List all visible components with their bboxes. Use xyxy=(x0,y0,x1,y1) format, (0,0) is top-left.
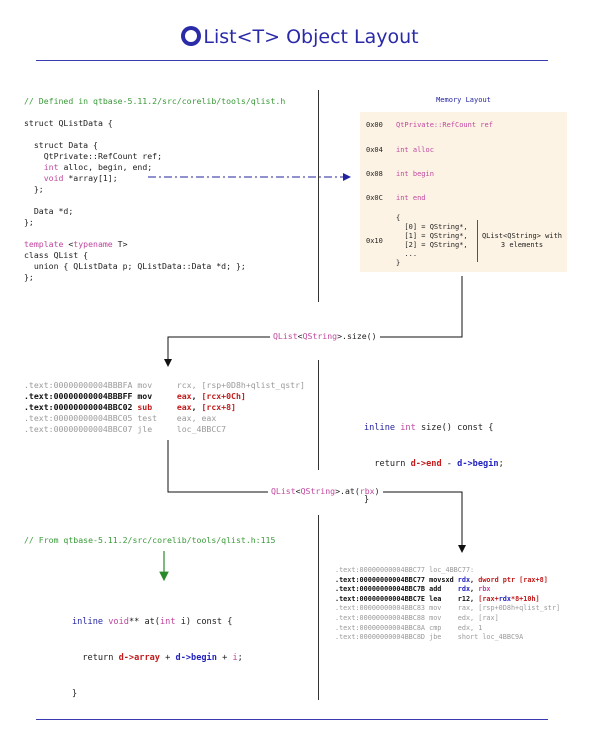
memory-address: 0x10 xyxy=(366,237,383,245)
memory-row: 0x04 int alloc xyxy=(360,138,567,163)
asm-line: .text:00000000004BBC83 mov rax, [rsp+0D8… xyxy=(335,604,561,613)
memory-value: int end xyxy=(396,194,426,202)
code-line: }; xyxy=(24,272,34,282)
bottom-source-comment: // From qtbase-5.11.2/src/corelib/tools/… xyxy=(24,535,276,545)
asm-line: .text:00000000004BBC8D jbe short loc_4BB… xyxy=(335,633,524,642)
bottom-divider xyxy=(36,719,548,720)
asm-line: .text:00000000004BBC77 movsxd rdx, dword… xyxy=(335,575,548,584)
code-line: class QList { xyxy=(24,250,89,260)
at-call-label: QList<QString>.at(rbx) xyxy=(268,486,383,496)
array-element-line: ... xyxy=(396,250,418,258)
array-element-line: [1] = QString*, xyxy=(396,232,468,240)
memory-address: 0x0C xyxy=(366,194,383,202)
top-source-comment: // Defined in qtbase-5.11.2/src/corelib/… xyxy=(24,96,286,106)
code-line: union { QListData p; QListData::Data *d;… xyxy=(24,261,246,271)
top-divider xyxy=(36,60,548,61)
code-line: void *array[1]; xyxy=(43,173,118,183)
code-line: struct Data { xyxy=(24,140,98,150)
asm-line: .text:00000000004BBC02 sub eax, [rcx+8] xyxy=(24,402,236,412)
array-elements: { [0] = QString*, [1] = QString*, [2] = … xyxy=(396,214,468,268)
code-line: QtPrivate::RefCount ref; xyxy=(24,151,163,161)
asm-line: .text:00000000004BBC7E lea r12, [rax+rdx… xyxy=(335,594,540,603)
array-note-line1: QList<QString> with xyxy=(481,232,563,240)
vertical-divider-top xyxy=(318,90,319,302)
at-source-code: inline void** at(int i) const { return d… xyxy=(72,592,243,712)
memory-value: int begin xyxy=(396,170,434,178)
array-note-line2: 3 elements xyxy=(500,241,544,249)
asm-line: .text:00000000004BBC77 loc_4BBC77: xyxy=(335,566,479,574)
code-line: struct QListData { xyxy=(24,118,113,128)
asm-line: .text:00000000004BBC88 mov edx, [rax] xyxy=(335,613,499,622)
memory-row: 0x00 QtPrivate::RefCount ref xyxy=(360,112,567,139)
memory-address: 0x00 xyxy=(366,121,383,129)
memory-address: 0x04 xyxy=(366,146,383,154)
memory-address: 0x08 xyxy=(366,170,383,178)
page-title: List<T> Object Layout xyxy=(0,26,600,48)
array-bracket xyxy=(477,220,478,262)
memory-value: int alloc xyxy=(396,146,434,154)
code-line: template <typename T> xyxy=(24,239,128,249)
title-text: List<T> Object Layout xyxy=(203,26,419,48)
asm-line: .text:00000000004BBC8A cmp edx, 1 xyxy=(335,623,483,632)
at-code-line2: return d->array + d->begin + i; xyxy=(72,653,243,663)
array-element-line: { xyxy=(396,214,401,222)
memory-row: 0x0C int end xyxy=(360,186,567,211)
qt-logo-icon xyxy=(181,26,202,46)
code-line: }; xyxy=(24,184,44,194)
size-flow-arrow xyxy=(164,276,463,367)
array-element-line: [0] = QString*, xyxy=(396,223,468,231)
code-line: Data *d; xyxy=(24,206,74,216)
size-code-line3: } xyxy=(364,495,370,505)
size-disassembly: .text:00000000004BBBFA mov rcx, [rsp+0D8… xyxy=(24,380,305,435)
at-disassembly: .text:00000000004BBC77 loc_4BBC77: .text… xyxy=(335,566,560,643)
memory-row-array: 0x10 { [0] = QString*, [1] = QString*, [… xyxy=(360,210,567,272)
asm-line: .text:00000000004BBC07 jle loc_4BBCC7 xyxy=(24,424,227,434)
size-code-line2: return d->end - d->begin; xyxy=(364,459,504,469)
size-code-line1: inline int size() const { xyxy=(364,423,494,433)
vertical-divider-mid xyxy=(318,360,319,470)
asm-line: .text:00000000004BBBFF mov eax, [rcx+0Ch… xyxy=(24,391,246,401)
vertical-divider-bottom xyxy=(318,515,319,700)
asm-line: .text:00000000004BBC7B add rdx, rbx xyxy=(335,585,491,594)
size-source-code: inline int size() const { return d->end … xyxy=(364,398,504,518)
array-element-line: [2] = QString*, xyxy=(396,241,468,249)
code-line: int alloc, begin, end; xyxy=(43,162,153,172)
size-call-label: QList<QString>.size() xyxy=(270,331,380,341)
memory-value: QtPrivate::RefCount ref xyxy=(396,121,493,129)
asm-line: .text:00000000004BBBFA mov rcx, [rsp+0D8… xyxy=(24,380,305,390)
struct-definition-code: struct QListData { struct Data { QtPriva… xyxy=(24,118,246,283)
code-line: }; xyxy=(24,217,34,227)
at-code-line3: } xyxy=(72,689,78,699)
memory-row: 0x08 int begin xyxy=(360,162,567,187)
memory-layout-title: Memory Layout xyxy=(436,96,491,104)
asm-line: .text:00000000004BBC05 test eax, eax xyxy=(24,413,217,423)
array-element-line: } xyxy=(396,259,401,267)
at-code-line1: inline void** at(int i) const { xyxy=(72,617,233,627)
array-note: QList<QString> with 3 elements xyxy=(480,232,564,250)
